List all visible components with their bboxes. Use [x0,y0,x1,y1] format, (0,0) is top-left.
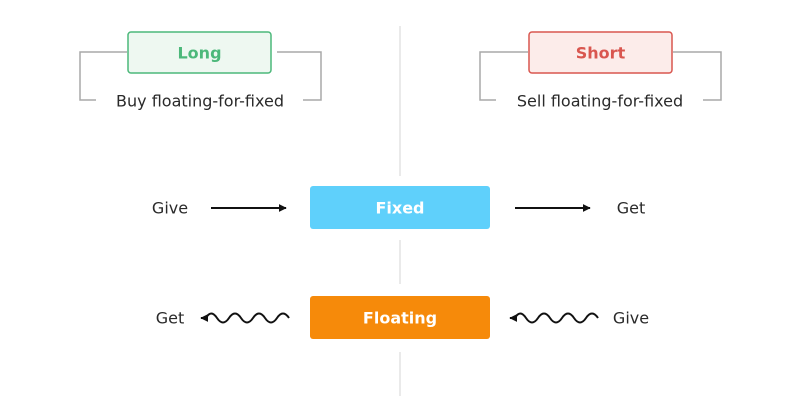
floating-left-wavy-arrow [200,312,290,324]
fixed-row: Give Fixed Get [152,186,645,229]
long-bracket [79,51,322,101]
floating-box [310,296,490,339]
long-tag-box [127,31,272,74]
floating-box-label: Floating [363,309,437,328]
short-tag-label: Short [576,44,626,63]
long-caption: Buy floating-for-fixed [116,92,284,111]
fixed-box [310,186,490,229]
fixed-box-label: Fixed [375,199,424,218]
fixed-left-label: Give [152,199,188,218]
floating-row: Get Floating Give [156,296,649,339]
long-header: Long Buy floating-for-fixed [79,31,322,111]
short-header: Short Sell floating-for-fixed [479,31,722,111]
long-tag-label: Long [177,44,221,63]
short-tag-box [528,31,673,74]
floating-left-label: Get [156,309,185,328]
fixed-right-label: Get [617,199,646,218]
floating-right-wavy-arrow [509,312,599,324]
short-bracket [479,51,722,101]
floating-right-label: Give [613,309,649,328]
short-caption: Sell floating-for-fixed [517,92,683,111]
